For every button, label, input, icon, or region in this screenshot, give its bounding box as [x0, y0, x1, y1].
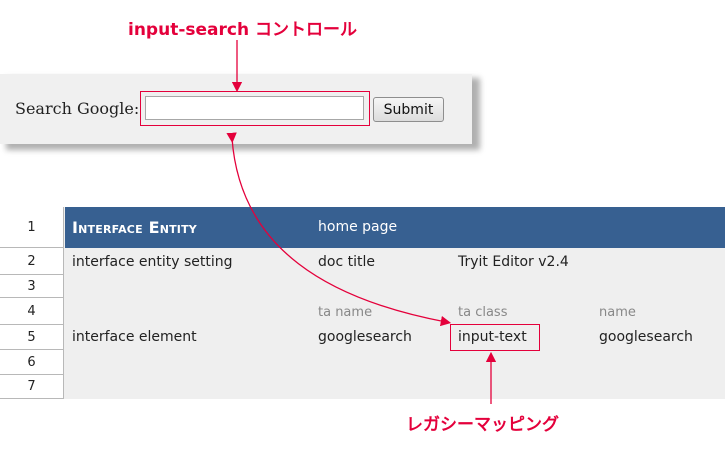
row-number[interactable]: 7	[0, 375, 64, 399]
annotation-legacy-mapping-label: レガシーマッピング	[406, 415, 559, 435]
row-number[interactable]: 4	[0, 298, 64, 325]
annotation-input-search-label: input-search コントロール	[128, 20, 357, 40]
input-highlight-box	[140, 91, 370, 126]
search-input[interactable]	[145, 96, 364, 120]
column-head-name: name	[599, 305, 636, 320]
column-head-ta-class: ta class	[458, 305, 508, 320]
row-number[interactable]: 5	[0, 325, 64, 350]
submit-button[interactable]: Submit	[373, 97, 444, 122]
row-number[interactable]: 6	[0, 350, 64, 375]
row-number[interactable]: 2	[0, 248, 64, 275]
element-ta-name-cell: googlesearch	[318, 329, 412, 345]
search-google-label: Search Google:	[15, 99, 140, 118]
row-number[interactable]: 3	[0, 275, 64, 298]
setting-label-cell: interface entity setting	[72, 254, 233, 270]
ta-class-highlight-box	[450, 324, 540, 351]
row-number[interactable]: 1	[0, 207, 64, 248]
element-ta-class-cell: input-text	[458, 329, 527, 345]
arrow-input-to-class	[226, 132, 452, 327]
interface-entity-title: Interface Entity	[72, 218, 197, 237]
element-label-cell: interface element	[72, 329, 197, 345]
element-name-cell: googlesearch	[599, 329, 693, 345]
setting-value-cell: Tryit Editor v2.4	[458, 254, 569, 270]
